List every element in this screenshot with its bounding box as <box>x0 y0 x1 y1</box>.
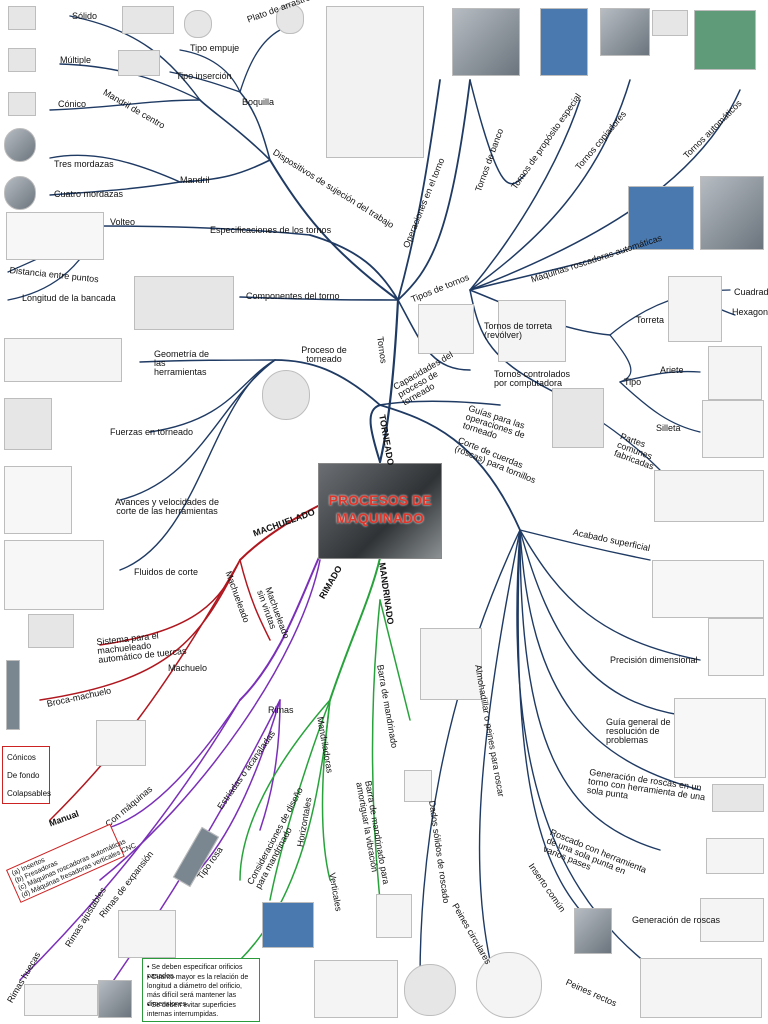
boring-bar-image <box>404 770 432 802</box>
horizontal-boring-machine-image <box>262 902 314 948</box>
label-silleta: Silleta <box>656 424 681 433</box>
cutting-fluids-table <box>4 540 104 610</box>
multiple-mandrel-image <box>8 48 36 72</box>
special-lathe-image <box>540 8 588 76</box>
common-insert-image <box>574 908 612 954</box>
label-guia-general: Guía general de resolución de problemas <box>606 718 680 745</box>
label-solido: Sólido <box>72 12 97 21</box>
threading-machine-detail-image <box>700 176 764 250</box>
copy-lathe-image <box>600 8 650 56</box>
insert-collet-image <box>118 50 160 76</box>
label-rimas: Rimas <box>268 706 294 715</box>
thread-rolling-image <box>420 628 482 700</box>
turning-forces-image <box>4 398 52 450</box>
machuelo-types-box: Cónicos De fondo Colapsables <box>2 746 50 804</box>
copy-lathe-detail-image <box>652 10 688 36</box>
label-avances: Avances y velocidades de corte de las he… <box>112 498 222 516</box>
ram-type-image <box>708 346 762 400</box>
label-machuelo: Machuelo <box>168 664 207 673</box>
lathe-operations-image <box>326 6 424 158</box>
label-conico: Cónico <box>58 100 86 109</box>
label-hexagonal: Hexagonal <box>732 308 768 317</box>
feeds-speeds-chart <box>4 466 72 534</box>
capabilities-table <box>418 304 474 354</box>
label-cuatro-mordazas: Cuatro mordazas <box>54 190 123 199</box>
boring-bar-damping-image <box>376 894 412 938</box>
lathe-specs-table <box>6 212 104 260</box>
label-tres-mordazas: Tres mordazas <box>54 160 114 169</box>
label-fuerzas: Fuerzas en torneado <box>110 428 193 437</box>
label-ariete: Ariete <box>660 366 684 375</box>
vertical-boring-machine-image <box>314 960 398 1018</box>
multi-pass-threading-image <box>706 838 764 874</box>
expansion-reamer-image <box>118 910 176 958</box>
label-tipo: Tipo <box>624 378 641 387</box>
central-topic: PROCESOS DE MAQUINADO <box>318 463 442 559</box>
label-tipo-insercion: Tipo inserción <box>176 72 232 81</box>
turning-process-image <box>262 370 310 420</box>
label-generacion-roscas: Generación de roscas <box>632 916 720 925</box>
label-componentes: Componentes del torno <box>246 292 340 301</box>
label-longitud: Longitud de la bancada <box>22 294 116 303</box>
solid-die-image <box>404 964 456 1016</box>
machuelo-type: De fondo <box>7 771 39 780</box>
label-precision: Precisión dimensional <box>610 656 698 665</box>
surface-finish-chart <box>652 560 764 618</box>
troubleshooting-table <box>674 698 766 778</box>
bench-lathe-image <box>452 8 520 76</box>
single-point-threading-image <box>712 784 764 812</box>
label-mandril: Mandril <box>180 176 210 185</box>
label-cuadrada: Cuadrada <box>734 288 768 297</box>
drive-plate-image <box>184 10 212 38</box>
cnc-lathe-image <box>552 388 604 448</box>
label-fluidos: Fluidos de corte <box>134 568 198 577</box>
label-tornos-controlados: Tornos controlados por computadora <box>494 370 574 388</box>
label-proceso-torneado: Proceso de torneado <box>294 346 354 364</box>
push-collet-image <box>122 6 174 34</box>
common-parts-image <box>654 470 764 522</box>
drill-tap-image <box>6 660 20 730</box>
label-boquilla: Boquilla <box>242 98 274 107</box>
solid-mandrel-image <box>8 6 36 30</box>
tap-image <box>96 720 146 766</box>
design-bullet: • Se deben evitar superficies internas i… <box>147 1001 255 1019</box>
machuelo-type: Cónicos <box>7 753 36 762</box>
dimensional-precision-chart <box>708 618 764 676</box>
label-volteo: Volteo <box>110 218 135 227</box>
turret-image <box>668 276 722 342</box>
flat-dies-image <box>640 958 762 1018</box>
title-line-1: PROCESOS DE <box>319 492 441 508</box>
label-multiple: Múltiple <box>60 56 91 65</box>
machuelo-type: Colapsables <box>7 789 51 798</box>
reamer-photo-image <box>98 980 132 1018</box>
title-line-2: MAQUINADO <box>319 510 441 526</box>
label-tornos-torreta: Tornos de torreta (revólver) <box>484 322 558 340</box>
tapping-system-image <box>28 614 74 648</box>
label-geometria: Geometría de las herramientas <box>154 350 214 377</box>
conical-mandrel-image <box>8 92 36 116</box>
four-jaw-chuck-image <box>4 176 36 210</box>
tool-geometry-image <box>4 338 122 382</box>
three-jaw-chuck-image <box>4 128 36 162</box>
label-torreta: Torreta <box>636 316 664 325</box>
label-tipo-empuje: Tipo empuje <box>190 44 239 53</box>
label-especificaciones: Especificaciones de los tornos <box>210 226 331 235</box>
lathe-components-image <box>134 276 234 330</box>
saddle-type-image <box>702 400 764 458</box>
design-considerations-box: • Se deben especificar orificios pasados… <box>142 958 260 1022</box>
hollow-reamer-image <box>24 984 98 1016</box>
automatic-lathe-image <box>694 10 756 70</box>
